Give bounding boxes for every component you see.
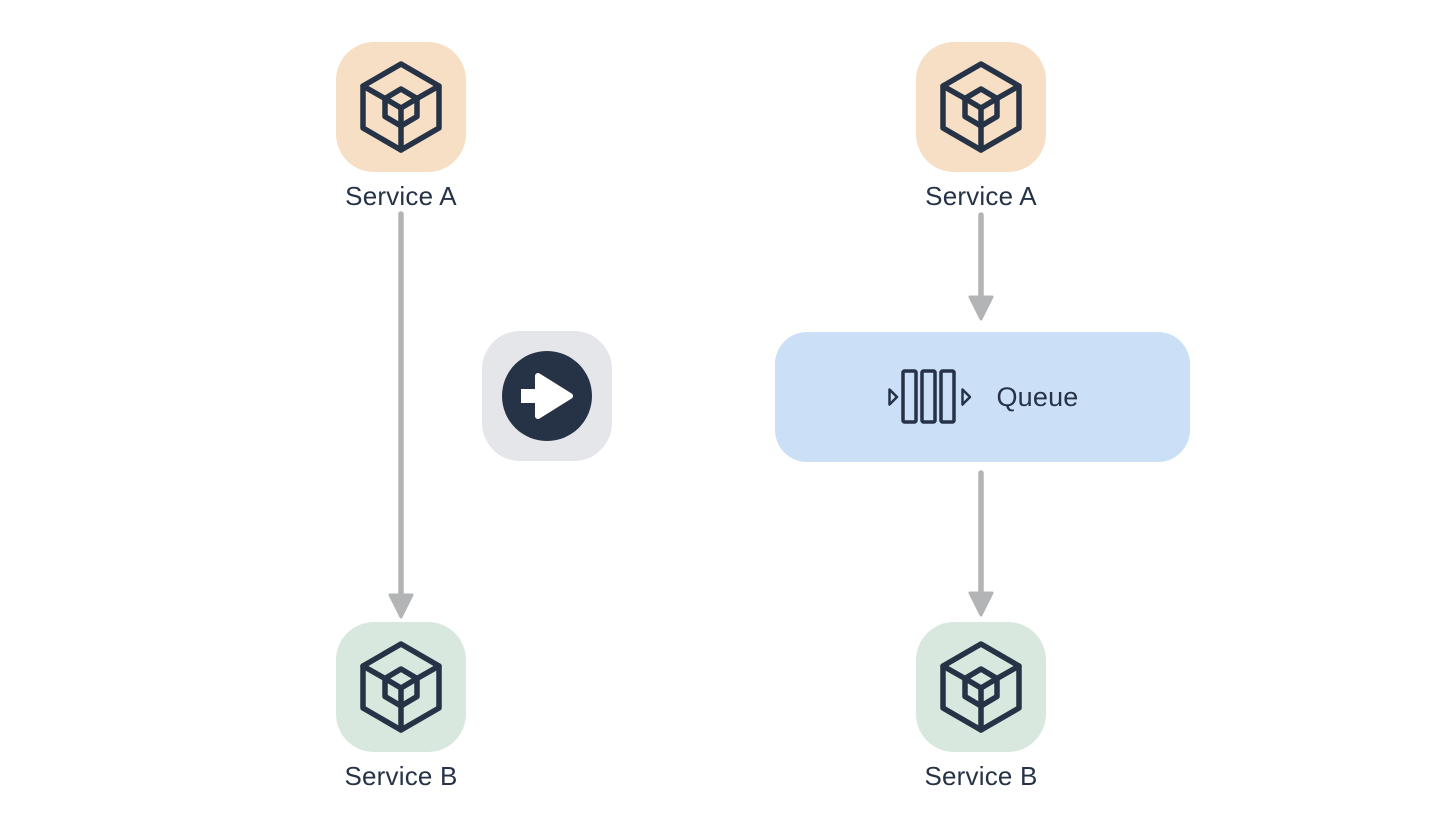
transform-tile (482, 331, 612, 461)
left-service-a-tile (336, 42, 466, 172)
arrow-down-icon (968, 212, 994, 321)
left-service-a-label: Service A (345, 181, 457, 211)
cube-icon (940, 61, 1022, 153)
cube-icon (360, 641, 442, 733)
queue-node: Queue (775, 332, 1190, 462)
queue-label: Queue (996, 381, 1079, 412)
left-service-b-tile (336, 622, 466, 752)
left-service-b-label: Service B (344, 761, 458, 791)
right-service-b-label: Service B (924, 761, 1038, 791)
arrow-down-icon (968, 470, 994, 617)
cube-icon (940, 641, 1022, 733)
right-service-a-tile (916, 42, 1046, 172)
cube-icon (360, 61, 442, 153)
queue-icon (888, 369, 972, 424)
right-service-a-label: Service A (925, 181, 1037, 211)
arrow-right-circle-icon (502, 351, 592, 441)
arrow-down-icon (388, 211, 414, 619)
right-service-b-tile (916, 622, 1046, 752)
